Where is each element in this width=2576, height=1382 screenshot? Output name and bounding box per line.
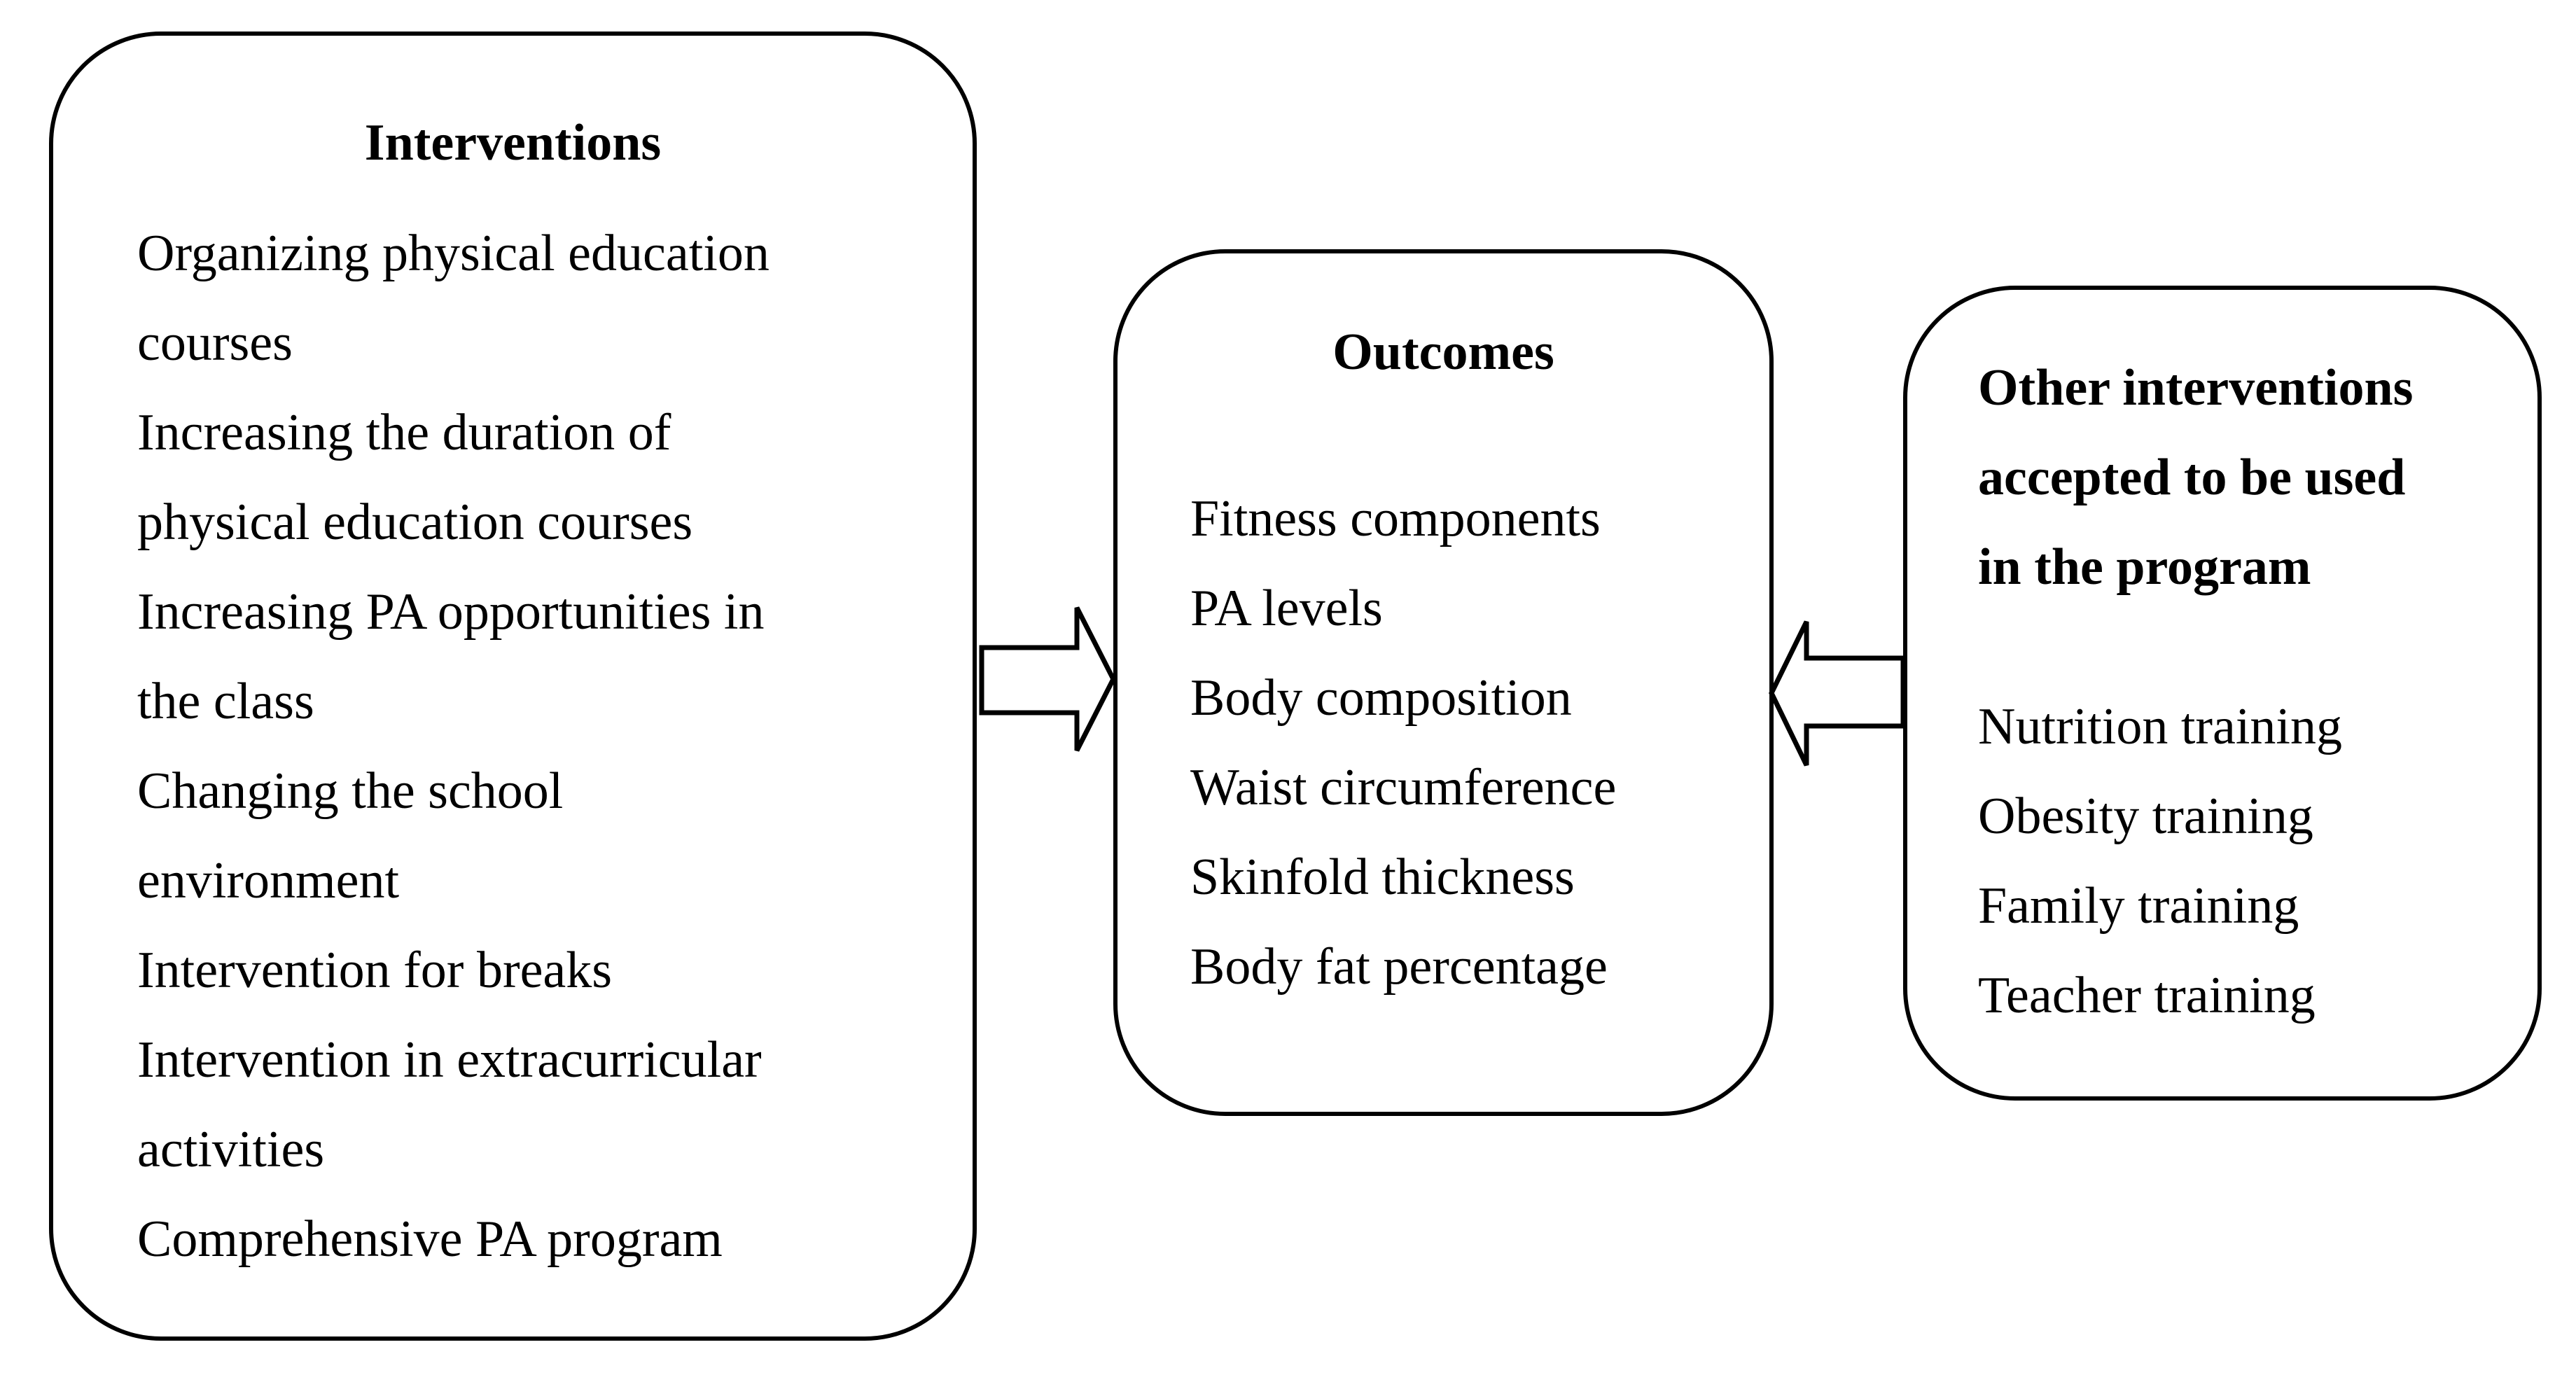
list-item: Family training <box>1978 877 2299 935</box>
interventions-box: Interventions Organizing physical educat… <box>49 32 977 1341</box>
list-item: PA levels <box>1190 580 1383 637</box>
list-item: Comprehensive PA program <box>137 1210 723 1268</box>
list-item: Fitness components <box>1190 490 1601 547</box>
list-item: Body fat percentage <box>1190 938 1608 996</box>
list-item: Intervention for breaks <box>137 942 613 999</box>
list-item: Waist circumference <box>1190 759 1617 816</box>
other-interventions-box: Other interventions accepted to be used … <box>1903 286 2542 1101</box>
list-item: Increasing PA opportunities in the class <box>137 583 765 730</box>
list-item: Organizing physical education courses <box>137 225 770 372</box>
list-item: Body composition <box>1190 669 1572 727</box>
interventions-title: Interventions <box>364 114 662 172</box>
list-item: Changing the school environment <box>137 762 564 909</box>
list-item: Increasing the duration of physical educ… <box>137 404 693 551</box>
list-item: Skinfold thickness <box>1190 849 1575 906</box>
interventions-to-outcomes-arrow-icon <box>979 606 1116 752</box>
list-item: Obesity training <box>1978 788 2313 845</box>
outcomes-title: Outcomes <box>1332 323 1554 381</box>
list-item: Nutrition training <box>1978 698 2342 755</box>
list-item: Teacher training <box>1978 967 2316 1024</box>
list-item: Intervention in extracurricular activiti… <box>137 1031 762 1178</box>
other-interventions-title: Other interventions accepted to be used … <box>1978 359 2414 596</box>
other-interventions-to-outcomes-arrow-icon <box>1769 620 1906 767</box>
